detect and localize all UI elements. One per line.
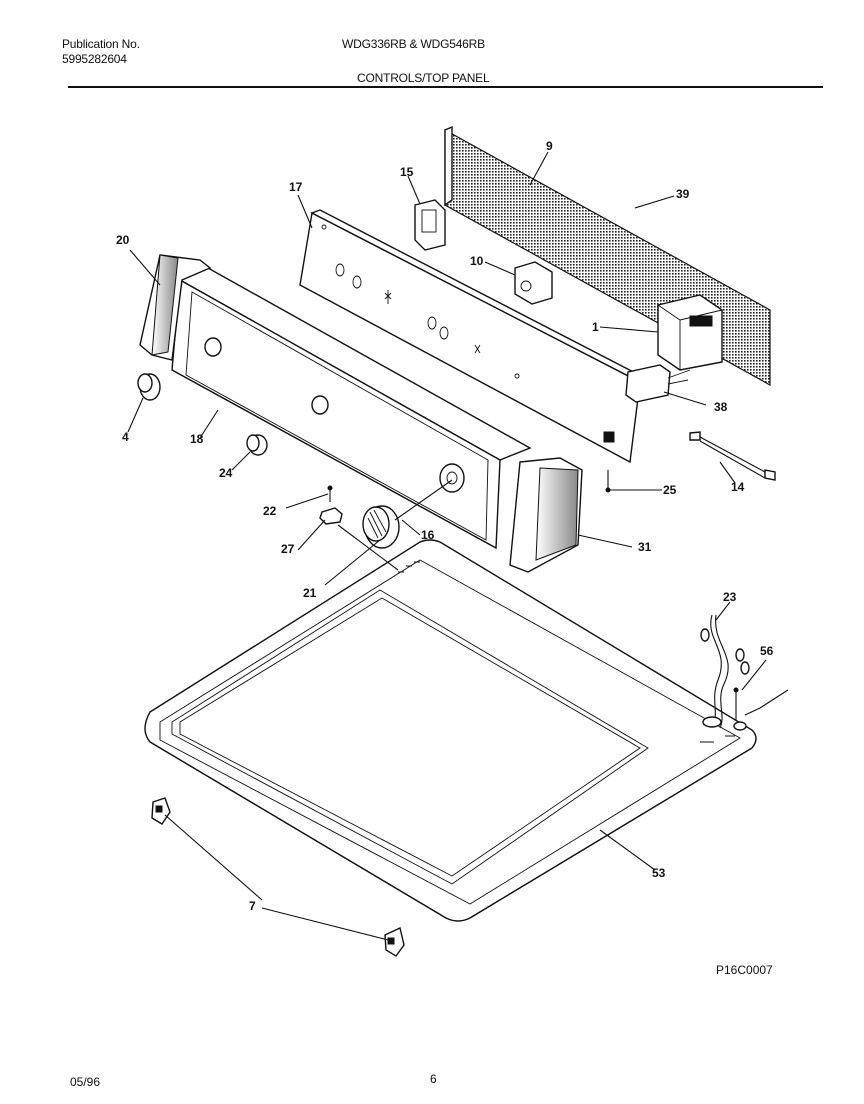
- callout-25: 25: [663, 483, 677, 497]
- callout-9: 9: [546, 139, 553, 153]
- callout-39: 39: [676, 187, 690, 201]
- part-38-component: [625, 364, 691, 403]
- publication-label: Publication No.: [62, 37, 140, 51]
- callout-15: 15: [400, 165, 414, 179]
- part-18-control-console: [171, 267, 532, 550]
- callout-23: 23: [723, 590, 737, 604]
- part-10-timer: [514, 261, 553, 305]
- callout-10: 10: [470, 254, 484, 268]
- model-numbers: WDG336RB & WDG546RB: [342, 37, 485, 51]
- part-24-button: [246, 434, 268, 456]
- callout-4: 4: [122, 430, 129, 444]
- callout-21: 21: [303, 586, 317, 600]
- callout-27: 27: [281, 542, 295, 556]
- part-15-switch: [414, 199, 446, 251]
- callout-22: 22: [263, 504, 277, 518]
- part-21-timer-knob: [362, 479, 453, 549]
- part-4-knob: [137, 373, 161, 401]
- callout-17: 17: [289, 180, 303, 194]
- header-rule: [68, 86, 823, 88]
- callout-31: 31: [638, 540, 652, 554]
- page-number: 6: [430, 1072, 437, 1086]
- callout-38: 38: [714, 400, 728, 414]
- part-25-screw: [605, 470, 611, 493]
- part-7-clip-left: [151, 797, 171, 825]
- part-31-right-end-cap: [509, 457, 583, 573]
- part-7-clip-right: [384, 927, 405, 957]
- callout-14: 14: [731, 480, 745, 494]
- leader-lines: [127, 151, 767, 941]
- callout-56: 56: [760, 644, 774, 658]
- callout-labels: 9 39 15 17 20 10 1 38 4 18 24 25 14 22 1…: [116, 139, 774, 913]
- callout-16: 16: [421, 528, 435, 542]
- part-27-clip: [319, 507, 343, 525]
- part-1-control-block: [657, 294, 723, 371]
- part-22-screw: [327, 485, 333, 502]
- callout-53: 53: [652, 866, 666, 880]
- figure-code: P16C0007: [716, 963, 773, 977]
- footer-date: 05/96: [70, 1075, 101, 1089]
- part-23-wire-harness: [700, 614, 750, 729]
- part-56-screw: [733, 687, 789, 731]
- part-53-top-panel: [144, 539, 757, 922]
- callout-7: 7: [249, 899, 256, 913]
- section-title: CONTROLS/TOP PANEL: [357, 71, 490, 85]
- part-14-bracket: [689, 431, 776, 481]
- publication-number: 5995282604: [62, 52, 127, 66]
- callout-20: 20: [116, 233, 130, 247]
- callout-1: 1: [592, 320, 599, 334]
- callout-18: 18: [190, 432, 204, 446]
- callout-24: 24: [219, 466, 233, 480]
